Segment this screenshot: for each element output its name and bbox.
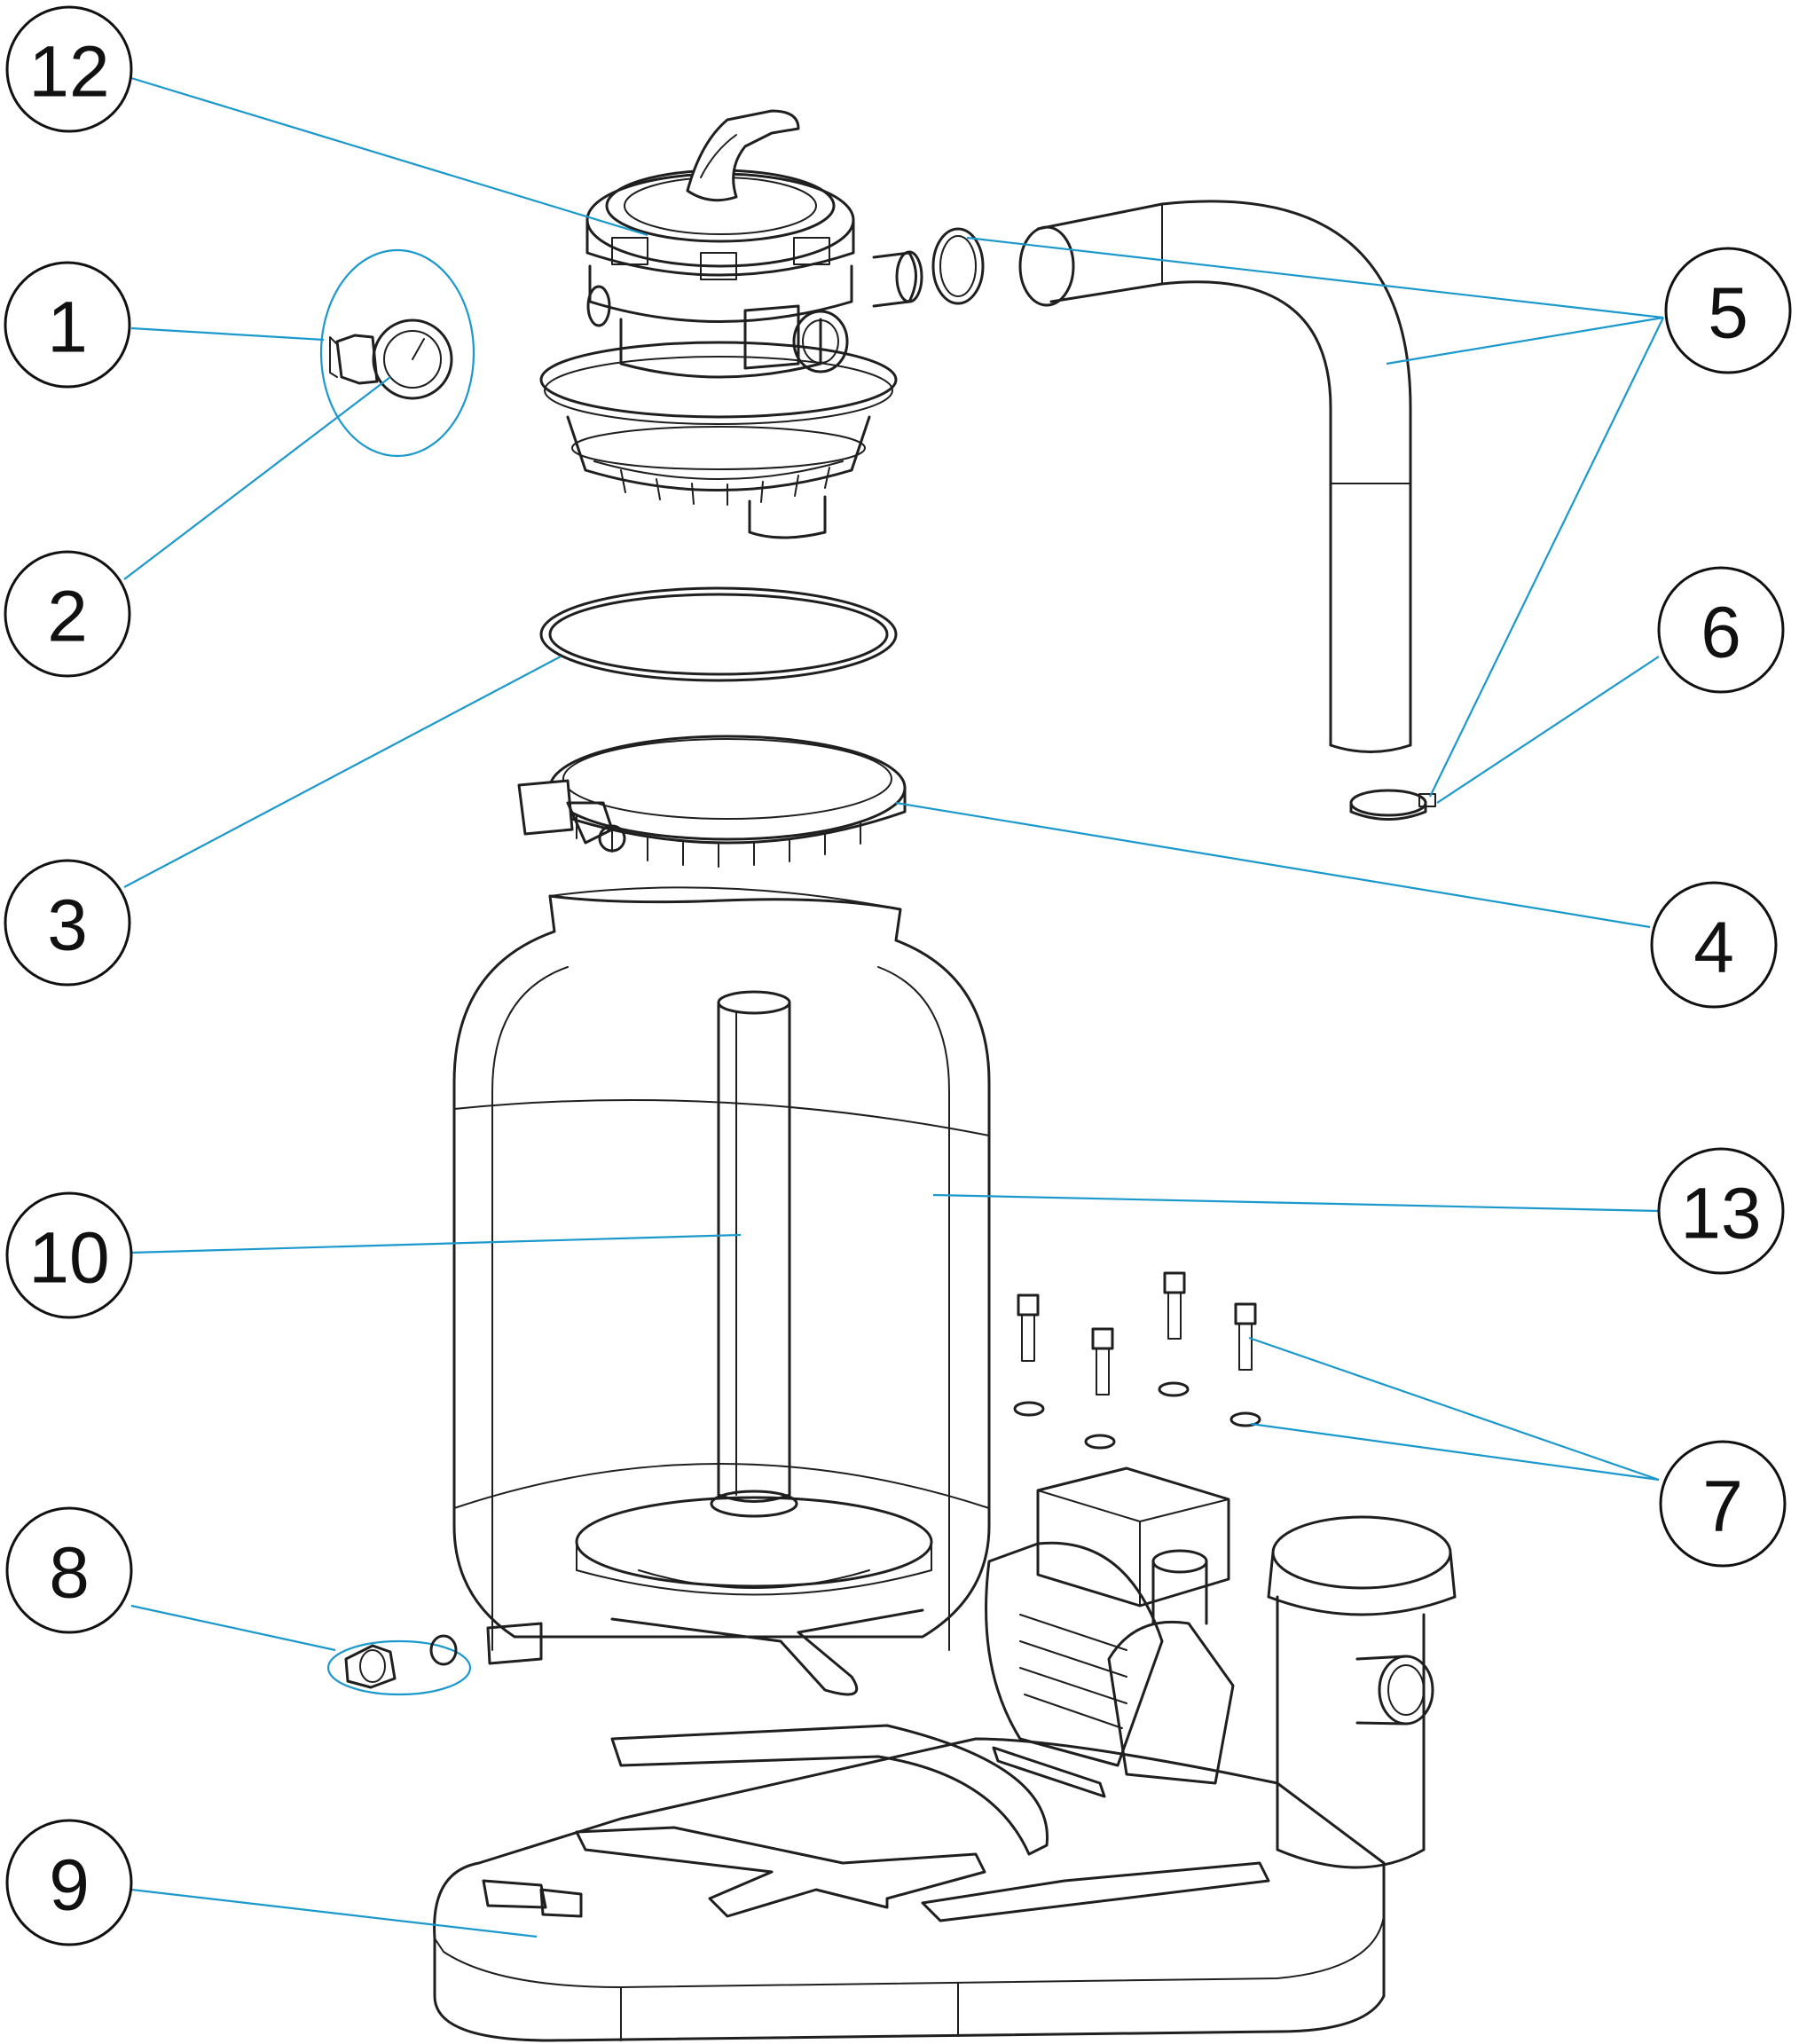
- callout-9: 9: [5, 1819, 133, 1946]
- bolts-and-washers-part: [1013, 1271, 1261, 1450]
- clamp-ring-part: [517, 735, 907, 868]
- leader-3: [123, 656, 562, 888]
- bolt: [1163, 1271, 1186, 1340]
- pump-part: [985, 1466, 1457, 1869]
- leader-13: [932, 1193, 1660, 1213]
- washer: [1158, 1381, 1190, 1397]
- svg-text:4: 4: [1693, 908, 1734, 988]
- leader-7a: [1248, 1336, 1660, 1482]
- callout-8: 8: [5, 1506, 133, 1634]
- leader-1: [130, 326, 325, 342]
- svg-text:5: 5: [1708, 273, 1748, 354]
- callout-3: 3: [4, 859, 131, 987]
- washer: [1013, 1401, 1045, 1417]
- callout-2: 2: [4, 550, 131, 678]
- leader-5c: [1429, 317, 1664, 798]
- svg-text:12: 12: [28, 32, 109, 113]
- svg-text:6: 6: [1701, 593, 1741, 673]
- leader-12: [130, 76, 648, 237]
- valve-fins: [620, 467, 830, 506]
- svg-text:9: 9: [49, 1845, 90, 1926]
- svg-text:1: 1: [47, 287, 88, 368]
- leader-5b: [1386, 316, 1664, 366]
- svg-text:13: 13: [1680, 1174, 1761, 1254]
- leader-4: [895, 801, 1651, 929]
- leader-5a: [966, 236, 1664, 319]
- drain-plug-part: [344, 1622, 543, 1689]
- bolt: [1091, 1327, 1114, 1395]
- leader-lines: [123, 76, 1664, 1938]
- svg-text:10: 10: [28, 1218, 109, 1299]
- leader-10: [130, 1233, 742, 1254]
- bolt: [1234, 1302, 1257, 1371]
- drain-highlight-ring: [326, 1639, 472, 1696]
- svg-text:2: 2: [47, 577, 88, 657]
- callout-10: 10: [5, 1191, 133, 1319]
- callout-4: 4: [1650, 881, 1778, 1009]
- svg-text:3: 3: [47, 885, 88, 966]
- svg-text:8: 8: [49, 1533, 90, 1614]
- leader-7b: [1250, 1422, 1660, 1482]
- multiport-valve-part: [539, 109, 923, 539]
- callout-13: 13: [1657, 1147, 1785, 1275]
- callout-7: 7: [1659, 1440, 1787, 1568]
- pressure-gauge-part: [329, 318, 453, 400]
- filter-tank-part: [452, 886, 991, 1651]
- center-pipe-part: [575, 990, 933, 1696]
- o-ring-part: [539, 586, 898, 682]
- callout-12: 12: [5, 5, 133, 133]
- base-part: [433, 1724, 1386, 2042]
- callout-5: 5: [1664, 247, 1792, 374]
- leader-2: [123, 376, 391, 580]
- callout-6: 6: [1657, 566, 1785, 694]
- washer: [1084, 1434, 1116, 1450]
- motor-fins: [1019, 1614, 1127, 1729]
- bolt: [1017, 1293, 1040, 1362]
- gauge-highlight-ring: [319, 248, 475, 458]
- svg-text:7: 7: [1702, 1466, 1743, 1547]
- washer: [1229, 1411, 1261, 1427]
- callout-1: 1: [4, 261, 131, 389]
- leader-9: [130, 1888, 538, 1938]
- leader-6: [1436, 656, 1660, 804]
- hose-assembly-part: [931, 200, 1436, 821]
- leader-8: [130, 1604, 336, 1652]
